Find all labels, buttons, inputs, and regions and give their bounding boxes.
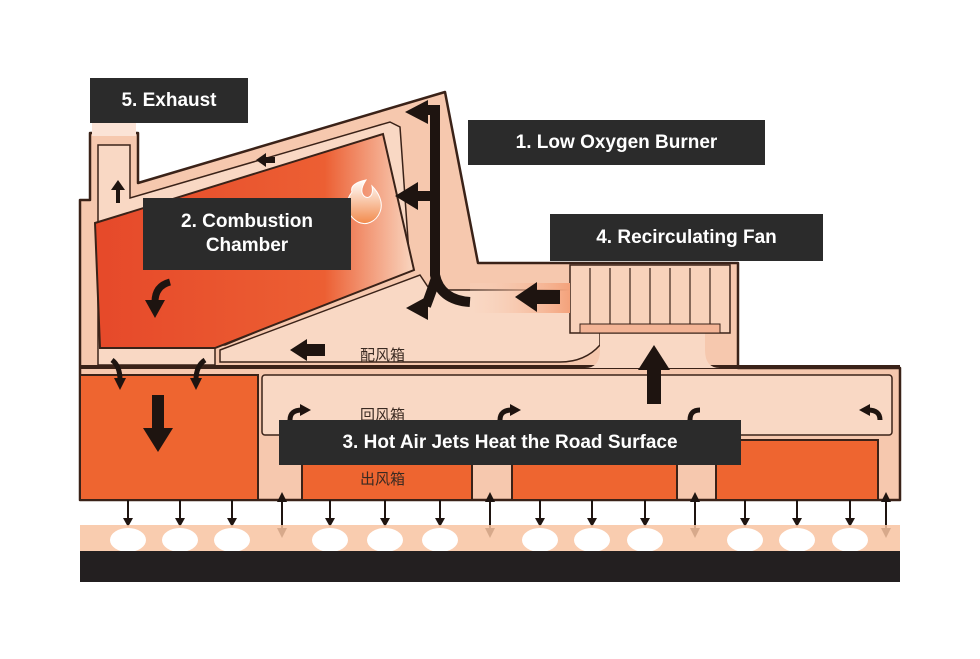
label-exhaust: 5. Exhaust <box>90 78 248 123</box>
label-outlet-box: 出风箱 <box>360 470 405 488</box>
exhaust-stack-tip <box>92 120 136 136</box>
jet-arrows <box>123 492 891 538</box>
road-heat-glow <box>80 525 900 552</box>
label-burner-text: 1. Low Oxygen Burner <box>515 131 718 153</box>
label-return-box: 回风箱 <box>360 406 405 424</box>
label-burner: 1. Low Oxygen Burner <box>468 120 765 165</box>
label-combustion-chamber: 2. Combustion Chamber <box>143 198 351 270</box>
label-exhaust-text: 5. Exhaust <box>121 89 217 111</box>
flame-icon <box>346 179 382 225</box>
label-jets-text: 3. Hot Air Jets Heat the Road Surface <box>342 431 678 453</box>
label-chamber-line2: Chamber <box>205 235 289 256</box>
label-recirculating-fan: 4. Recirculating Fan <box>550 214 823 261</box>
flow-arrows <box>110 100 883 452</box>
label-distribution-box: 配风箱 <box>360 346 405 364</box>
label-chamber-line1: 2. Combustion <box>181 211 313 232</box>
recirculating-fan <box>569 264 731 334</box>
left-hot-air-box <box>79 374 259 501</box>
road-surface <box>80 551 900 582</box>
label-hot-air-jets: 3. Hot Air Jets Heat the Road Surface <box>279 420 741 465</box>
label-fan-text: 4. Recirculating Fan <box>596 226 777 248</box>
